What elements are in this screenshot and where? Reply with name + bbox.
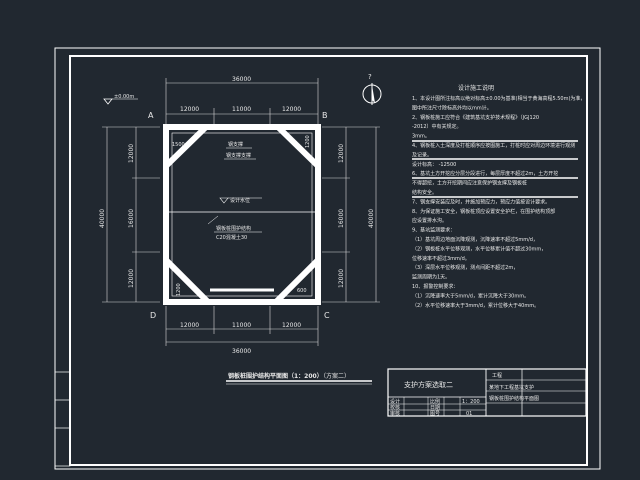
dim-bottom-total: 36000 <box>232 348 251 355</box>
dim-bottom-seg-2: 11000 <box>232 322 251 329</box>
notes-line: 结构安全。 <box>412 189 437 196</box>
north-arrow-icon: ? <box>362 73 382 105</box>
inner-label-steel-brace: 钢支撑 <box>228 141 243 148</box>
elevation-label: ±0.00m <box>114 94 134 100</box>
notes-line: 及记录。 <box>412 151 432 158</box>
dim-top-seg-2: 11000 <box>232 106 251 113</box>
dim-left-seg-2: 16000 <box>128 209 135 228</box>
design-notes: 设计施工说明 1、本设计图所注标高以绝对标高±0.00为基准(相当于黄海高程5.… <box>412 84 585 309</box>
title-block-row-2: 校核 <box>390 404 400 411</box>
notes-line: 8、为保证施工安全，钢板桩顶应设置安全护栏，在围护结构顶部 <box>412 208 555 215</box>
title-block-row-1: 设计 <box>390 398 400 405</box>
corner-b: B <box>322 111 328 120</box>
ground-label-2: C20混凝土30 <box>216 234 247 241</box>
dim-left-seg-3: 12000 <box>128 269 135 288</box>
notes-line: -2012）中有关规定。 <box>412 123 462 130</box>
notes-line: 7、钢支撑安装应及时，并施加预应力，预应力值按设计要求。 <box>412 198 550 205</box>
notes-line: 监测周期为1天。 <box>412 274 450 281</box>
dim-top-seg-1: 12000 <box>180 106 199 113</box>
notes-line: 应设置排水沟。 <box>412 217 447 224</box>
corner-a: A <box>148 111 154 120</box>
dim-bottom-seg-1: 12000 <box>180 322 199 329</box>
tag-1200b: 1200 <box>176 283 182 296</box>
sheet-pile-wall <box>163 124 321 305</box>
dim-left-seg-1: 12000 <box>128 144 135 163</box>
corner-c: C <box>324 311 330 320</box>
dim-right-seg-3: 12000 <box>338 269 345 288</box>
notes-line: （1）沉降速率大于5mm/d，累计沉降大于30mm。 <box>412 292 529 299</box>
dim-right-total: 40000 <box>368 209 375 228</box>
title-block-sheet: 01 <box>466 411 472 417</box>
notes-line: 图中所注尺寸除标高外均以mm计。 <box>412 104 492 111</box>
elevation-marker: ±0.00m <box>103 94 138 105</box>
notes-line: （2）水平位移速率大于3mm/d，累计位移大于40mm。 <box>412 302 539 309</box>
notes-line: 9、基坑监测要求： <box>412 227 455 234</box>
title-block-scheme: 支护方案选取二 <box>404 380 453 389</box>
notes-line: 不得超挖，土方开挖期间应注意保护钢支撑及钢板桩 <box>412 180 527 187</box>
tag-1500: 1500 <box>172 142 185 148</box>
ground-label-1: 钢板桩围护结构 <box>216 225 251 232</box>
notes-line: 3mm。 <box>412 134 430 140</box>
inner-label-steel-brace-2: 钢支撑支撑 <box>226 152 251 159</box>
drawing-subtitle: （方案二） <box>320 372 350 380</box>
notes-line: 4、钢板桩入土深度及打桩顺序应按图施工，打桩时应对周边环境进行观测 <box>412 142 575 149</box>
title-block-drawing-name: 钢板桩围护结构平面图 <box>489 395 539 402</box>
water-level-symbol <box>219 197 262 204</box>
title-block-scale: 1：200 <box>462 399 480 405</box>
corner-d: D <box>150 311 156 320</box>
notes-line: 位移速率不超过3mm/d。 <box>412 255 470 262</box>
notes-line: 2、钢板桩施工应符合《建筑基坑支护技术规程》（JGJ120 <box>412 114 539 121</box>
dim-top-total: 36000 <box>232 76 251 83</box>
svg-text:?: ? <box>368 73 372 81</box>
dim-top-seg-3: 12000 <box>282 106 301 113</box>
notes-line: 10、报警控制要求： <box>412 283 458 290</box>
tag-600: 600 <box>297 288 307 294</box>
title-block <box>387 368 587 417</box>
drawing-title: 钢板桩围护结构平面图（1：200） <box>228 372 323 380</box>
notes-line: 1、本设计图所注标高以绝对标高±0.00为基准(相当于黄海高程5.50m)为准， <box>412 95 585 102</box>
dim-left-total: 40000 <box>99 209 106 228</box>
notes-line: 6、基坑土方开挖应分层分段进行，每层厚度不超过2m，土方开挖 <box>412 170 558 177</box>
title-block-sign-1: 比例 <box>430 398 440 405</box>
binding-strip <box>54 371 71 467</box>
notes-heading: 设计施工说明 <box>458 84 494 92</box>
title-block-sign-3: 图号 <box>430 411 440 417</box>
inner-frame <box>69 55 588 466</box>
outer-frame <box>54 47 601 470</box>
water-level-label: 设计水位 <box>230 197 250 204</box>
notes-line: （1）基坑周边地面沉降观测，沉降速率不超过5mm/d， <box>412 236 538 243</box>
dim-right-seg-1: 12000 <box>338 144 345 163</box>
notes-line: 设计标高： -12500 <box>412 161 456 168</box>
dim-bottom-seg-3: 12000 <box>282 322 301 329</box>
title-block-project-name: 某地下工程基坑支护 <box>489 384 534 391</box>
tag-1200: 1200 <box>305 135 311 148</box>
notes-line: （3）深层水平位移观测，测点间距不超过2m， <box>412 264 518 271</box>
drawing-title-block: 钢板桩围护结构平面图（1：200） （方案二） <box>226 372 372 385</box>
notes-line: （2）钢板桩水平位移观测，水平位移累计值不超过30mm， <box>412 245 546 252</box>
title-block-sign-2: 日期 <box>430 405 440 411</box>
dim-right-seg-2: 16000 <box>338 209 345 228</box>
title-block-row-3: 审核 <box>390 410 400 417</box>
title-block-project: 工程 <box>492 372 502 379</box>
